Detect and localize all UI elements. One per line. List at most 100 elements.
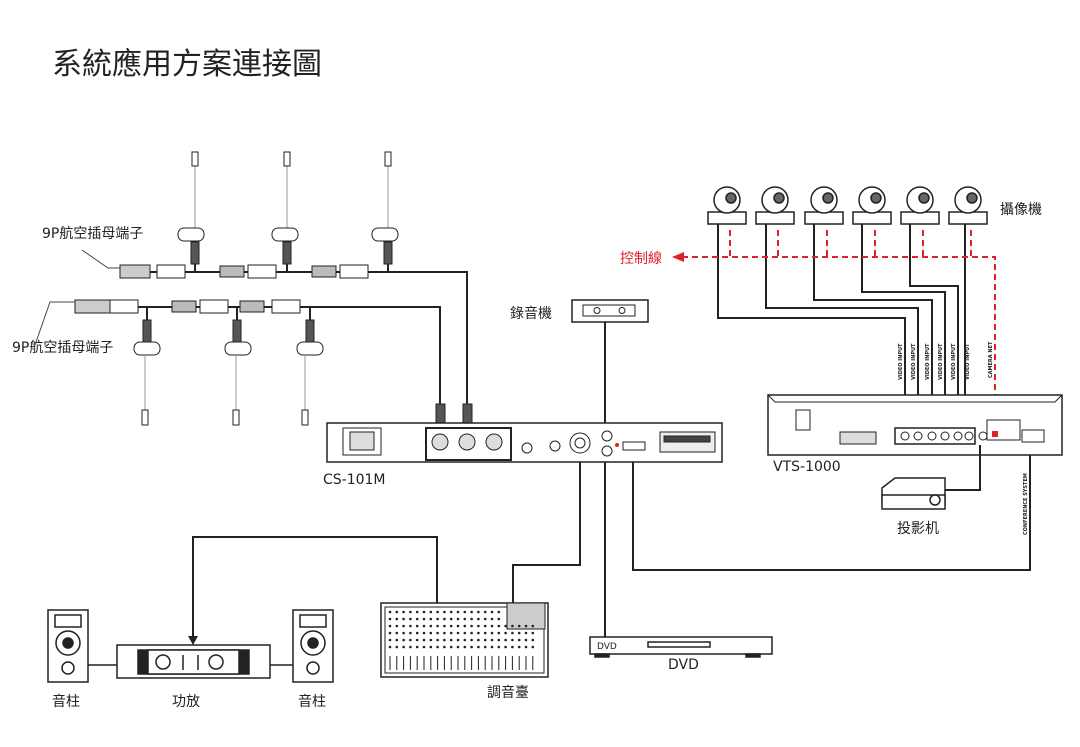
mixer-knob — [477, 645, 480, 649]
page-title: 系統應用方案連接圖 — [52, 47, 322, 82]
mixer-knob — [477, 610, 480, 614]
microphone — [371, 151, 399, 265]
mixer-knob — [422, 617, 426, 621]
control-line — [682, 230, 996, 432]
cameras — [707, 186, 988, 225]
mixer-knob — [409, 624, 412, 628]
camera — [900, 186, 940, 225]
mixer-knob — [402, 624, 405, 628]
speaker-left — [47, 609, 89, 683]
mixer-knob — [456, 645, 460, 649]
mixer-knob — [415, 610, 419, 614]
mixer-knob — [422, 610, 426, 614]
microphone — [133, 319, 161, 426]
mixer-knob — [388, 631, 392, 635]
mixer-knob — [470, 610, 473, 614]
mixer-knob — [409, 645, 412, 649]
dvd-player — [589, 636, 773, 658]
connector-label-top: 9P航空插母端子 — [42, 226, 143, 242]
mixer-knob — [415, 617, 419, 621]
amplifier-label: 功放 — [172, 694, 200, 710]
microphone — [224, 319, 252, 426]
mixer-knob — [490, 638, 494, 642]
mixer-label: 調音臺 — [487, 684, 529, 701]
mixer-knob — [463, 610, 467, 614]
mixer-knob — [497, 645, 501, 649]
mixer-knob — [524, 631, 528, 635]
mixer-knob — [388, 645, 392, 649]
mixer-knob — [463, 645, 467, 649]
mixer-knob — [395, 617, 399, 621]
projector-label: 投影机 — [897, 521, 939, 537]
mixer-knob — [531, 638, 535, 642]
mixer-knob — [470, 617, 473, 621]
mixer-knob — [443, 624, 446, 628]
mixer-knob — [395, 638, 399, 642]
mixer-knob — [388, 617, 392, 621]
mixer-knob — [436, 617, 439, 621]
mixer-knob — [524, 624, 528, 628]
mixer-knob — [463, 617, 467, 621]
mixer-knob — [477, 624, 480, 628]
mixer-knob — [388, 624, 392, 628]
leader-line — [81, 249, 120, 269]
camera — [707, 186, 747, 225]
mixer-knob — [415, 645, 419, 649]
mixer-knob — [449, 631, 453, 635]
svg-text:VIDEO INPUT: VIDEO INPUT — [938, 343, 944, 380]
mixer-knob — [477, 631, 480, 635]
mixer-knob — [456, 624, 460, 628]
dvd-label: DVD — [668, 657, 699, 673]
microphone — [296, 319, 324, 426]
svg-text:VIDEO INPUT: VIDEO INPUT — [898, 343, 904, 380]
mixer-knob — [497, 631, 501, 635]
mixer-knob — [409, 638, 412, 642]
mixer-knob — [463, 631, 467, 635]
speaker-right-label: 音柱 — [298, 693, 326, 710]
mixer-knob — [395, 645, 399, 649]
mixer-knob — [449, 638, 453, 642]
mixer-knob — [436, 631, 439, 635]
mixer-knob — [511, 624, 514, 628]
mixer-fader — [409, 656, 411, 670]
svg-text:VIDEO INPUT: VIDEO INPUT — [951, 343, 957, 380]
mixer-fader — [505, 656, 507, 670]
mixer-knob — [517, 624, 521, 628]
mixer-fader — [450, 656, 452, 670]
mixer-knob — [497, 617, 501, 621]
mixer-knob — [415, 638, 419, 642]
mixer-knob — [449, 645, 453, 649]
mixer-knob — [388, 610, 392, 614]
mixer-fader — [491, 656, 493, 670]
svg-text:VIDEO INPUT: VIDEO INPUT — [965, 343, 971, 380]
mixer-knob — [511, 645, 514, 649]
microphone-chain-bottom — [74, 299, 446, 427]
mixer-knob — [531, 631, 535, 635]
microphone-chain-top — [119, 151, 473, 427]
mixer-knob — [429, 610, 433, 614]
mixer-fader — [437, 656, 439, 670]
mixer-knob — [409, 610, 412, 614]
mixer-knob — [497, 610, 501, 614]
speaker-left-label: 音柱 — [52, 693, 80, 710]
mixer-knob — [511, 631, 514, 635]
svg-text:CAMERA NET: CAMERA NET — [988, 341, 994, 378]
mixer-knob — [477, 617, 480, 621]
camera — [755, 186, 795, 225]
mixer-knob — [470, 631, 473, 635]
mixer-knob — [490, 631, 494, 635]
port-labels: VIDEO INPUT VIDEO INPUT VIDEO INPUT VIDE… — [898, 341, 1029, 535]
mixer-fader — [423, 656, 425, 670]
microphone — [271, 151, 299, 265]
mixer-knob — [511, 638, 514, 642]
mixer-knob — [402, 617, 405, 621]
mixer-knob — [449, 617, 453, 621]
projector — [881, 477, 946, 510]
mixer-knob — [490, 617, 494, 621]
mixer-knob — [490, 610, 494, 614]
arrow-icon — [672, 252, 684, 262]
mixer-knob — [429, 638, 433, 642]
cameras-label: 攝像機 — [1000, 202, 1042, 218]
mixer-knob — [490, 645, 494, 649]
microphone — [177, 151, 205, 265]
